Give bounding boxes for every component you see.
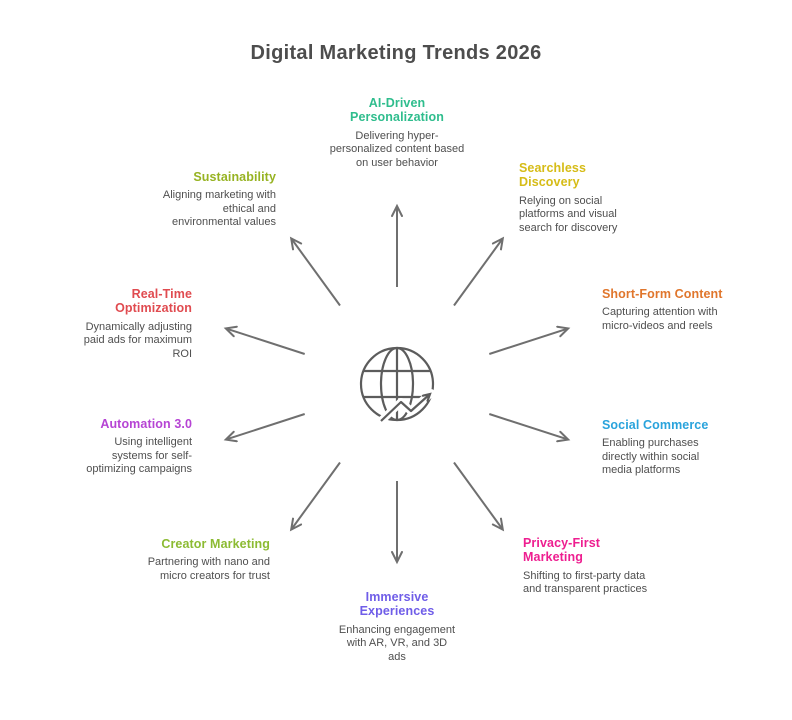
globe-icon — [359, 346, 435, 422]
trend-immersive-experiences: Immersive Experiences Enhancing engageme… — [337, 590, 457, 664]
trend-label: Automation 3.0 — [100, 417, 192, 431]
trend-description: Dynamically adjusting paid ads for maxim… — [83, 320, 192, 360]
trend-description: Enabling purchases directly within socia… — [602, 437, 700, 477]
trend-social-commerce: Social Commerce Enabling purchases direc… — [602, 418, 727, 478]
radial-arrow-ne — [453, 236, 505, 307]
trend-description: Partnering with nano and micro creators … — [147, 556, 270, 582]
trend-description: Enhancing engagement with AR, VR, and 3D… — [338, 623, 456, 663]
trend-description: Using intelligent systems for self-optim… — [86, 436, 192, 476]
diagram-title: Digital Marketing Trends 2026 — [250, 42, 542, 64]
trend-label: Privacy-First Marketing — [523, 536, 601, 565]
trend-real-time-optimization: Real-Time Optimization Dynamically adjus… — [72, 287, 192, 361]
radial-arrow-ese — [488, 413, 571, 443]
trend-description: Capturing attention with micro-videos an… — [602, 306, 718, 332]
trend-label: Social Commerce — [602, 418, 709, 432]
radial-arrow-ene — [488, 325, 571, 355]
trend-description: Shifting to first-party data and transpa… — [523, 569, 648, 596]
radial-arrow-se — [453, 461, 505, 532]
trend-privacy-first-marketing: Privacy-First Marketing Shifting to firs… — [523, 536, 648, 597]
radial-arrows — [223, 203, 571, 565]
radial-arrow-wnw — [223, 325, 306, 355]
trend-label: Short-Form Content — [602, 287, 723, 301]
trend-searchless-discovery: Searchless Discovery Relying on social p… — [519, 161, 644, 235]
trend-short-form-content: Short-Form Content Capturing attention w… — [602, 287, 727, 333]
trend-label: Creator Marketing — [161, 537, 270, 551]
trend-description: Aligning marketing with ethical and envi… — [162, 189, 276, 229]
trend-label: Real-Time Optimization — [115, 287, 192, 316]
trend-creator-marketing: Creator Marketing Partnering with nano a… — [146, 537, 270, 583]
trend-label: Sustainability — [193, 170, 276, 184]
trend-label: Searchless Discovery — [519, 161, 587, 190]
radial-arrow-sw — [289, 461, 341, 532]
trend-description: Delivering hyper-personalized content ba… — [329, 129, 465, 169]
radial-arrow-wsw — [223, 413, 306, 443]
trend-label: AI-Driven Personalization — [350, 96, 444, 125]
trend-description: Relying on social platforms and visual s… — [519, 194, 618, 234]
trend-sustainability: Sustainability Aligning marketing with e… — [156, 170, 276, 230]
trend-automation-3-0: Automation 3.0 Using intelligent systems… — [72, 417, 192, 477]
trend-label: Immersive Experiences — [359, 590, 435, 619]
radial-arrow-nw — [289, 236, 341, 307]
growth-arrow-icon — [377, 389, 435, 425]
trend-ai-driven-personalization: AI-Driven Personalization Delivering hyp… — [327, 96, 467, 170]
